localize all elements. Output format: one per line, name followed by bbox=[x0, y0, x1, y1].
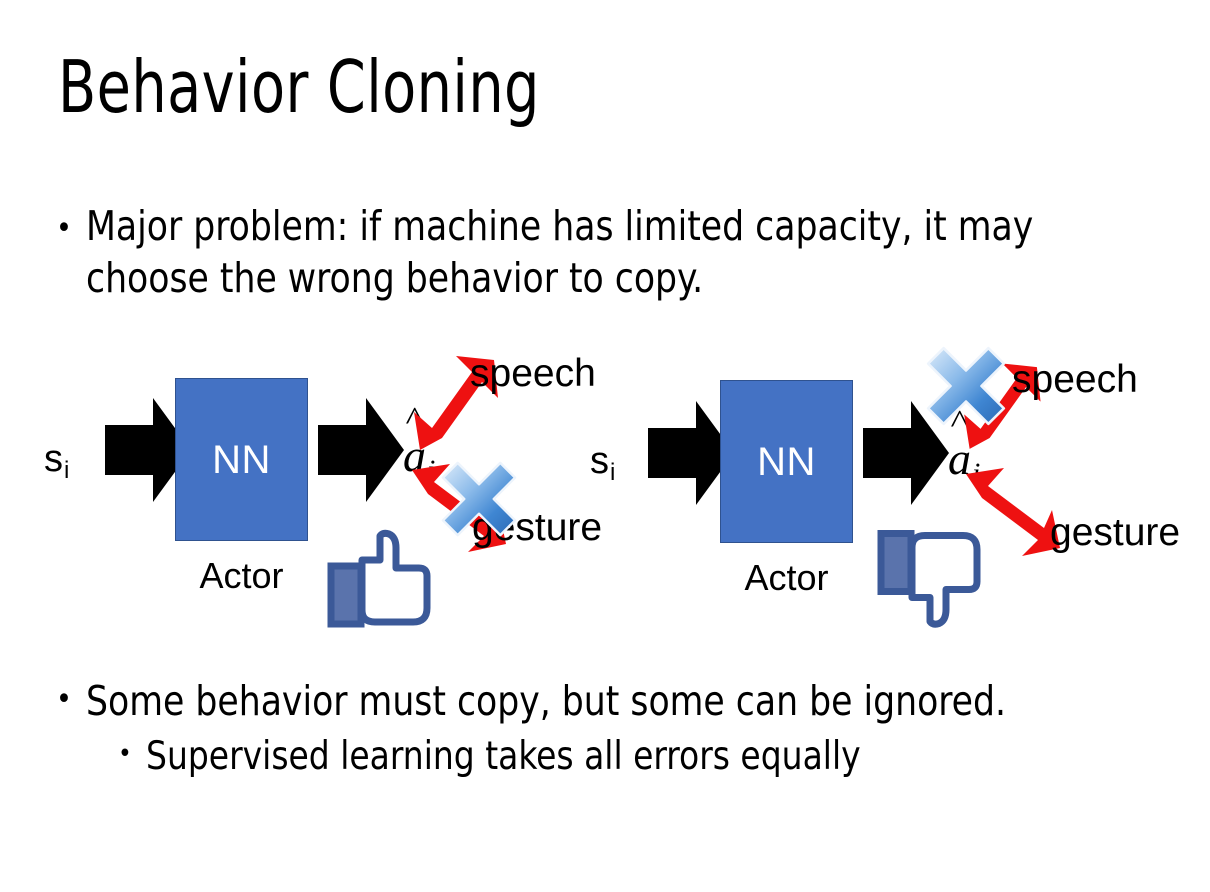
diagram-right-negative-case: si NN Actor ai bbox=[570, 340, 1200, 640]
output-branch-arrow-gesture-right bbox=[962, 466, 1072, 566]
bullet-marker-icon: • bbox=[56, 682, 72, 717]
bullet-list-top: • Major problem: if machine has limited … bbox=[56, 200, 1136, 304]
output-arrow-left bbox=[318, 395, 406, 505]
page-title: Behavior Cloning bbox=[58, 45, 540, 129]
state-input-label-right: si bbox=[590, 440, 616, 486]
bullet-item-supervised-learning: • Supervised learning takes all errors e… bbox=[118, 729, 1176, 785]
output-branch-arrow-speech-left bbox=[410, 350, 510, 460]
thumbs-down-icon bbox=[873, 525, 981, 630]
bullet-list-bottom: • Some behavior must copy, but some can … bbox=[56, 673, 1176, 785]
bullet-item-some-behavior: • Some behavior must copy, but some can … bbox=[56, 673, 1176, 729]
output-label-gesture-right: gesture bbox=[1050, 511, 1181, 554]
state-input-label-left: si bbox=[44, 438, 70, 484]
output-label-speech-left: speech bbox=[470, 352, 596, 395]
output-arrow-right bbox=[863, 398, 951, 508]
input-arrow-right bbox=[648, 398, 736, 508]
output-label-speech-right: speech bbox=[1012, 358, 1138, 401]
sub-bullet-marker-icon: • bbox=[118, 739, 132, 769]
nn-box-label-left: NN bbox=[212, 437, 271, 482]
actor-caption-right: Actor bbox=[744, 557, 829, 598]
nn-box-left: NN bbox=[175, 378, 308, 541]
thumbs-up-icon bbox=[323, 529, 431, 630]
actor-caption-left: Actor bbox=[199, 555, 284, 596]
bullet-text-some-behavior: Some behavior must copy, but some can be… bbox=[85, 677, 1006, 725]
cross-out-gesture-icon-left bbox=[438, 458, 520, 540]
nn-box-right: NN bbox=[720, 380, 853, 543]
bullet-text-supervised-learning: Supervised learning takes all errors equ… bbox=[145, 734, 861, 779]
bullet-item-major-problem: • Major problem: if machine has limited … bbox=[56, 200, 1136, 304]
bullet-text-major-problem: Major problem: if machine has limited ca… bbox=[85, 202, 1034, 302]
diagram-left-positive-case: si NN Actor ai bbox=[10, 340, 630, 640]
input-arrow-left bbox=[105, 395, 193, 505]
bullet-marker-icon: • bbox=[56, 211, 72, 246]
nn-box-label-right: NN bbox=[757, 439, 816, 484]
cross-out-speech-icon-right bbox=[923, 343, 1009, 429]
